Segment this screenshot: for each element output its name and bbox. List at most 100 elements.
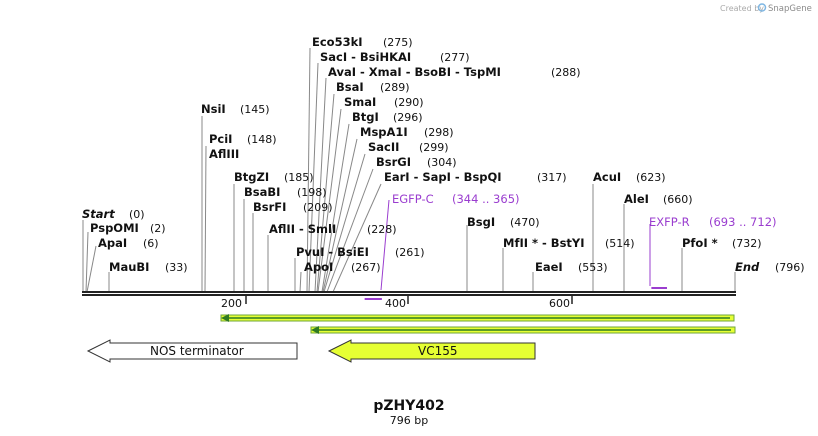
site-position: (277) [440, 51, 470, 64]
primer-range: (344 .. 365) [452, 192, 520, 206]
site-position: (145) [240, 103, 270, 116]
leader-avai [314, 77, 327, 293]
cut-site-labels: PspOMI (2) ApaI (6) MauBI (33) NsiI (145… [90, 35, 762, 274]
site-name[interactable]: NsiI [201, 102, 226, 116]
ruler-tick-label: 200 [221, 297, 242, 310]
site-name[interactable]: ApoI [304, 260, 333, 274]
feature-label: VC155 [418, 344, 458, 358]
site-name[interactable]: EarI - SapI - BspQI [384, 170, 502, 184]
site-position: (261) [395, 246, 425, 259]
site-name[interactable]: BsrGI [376, 155, 411, 169]
site-name[interactable]: BtgI [352, 110, 379, 124]
feature-vc155[interactable]: VC155 [327, 339, 536, 363]
leader-smai [317, 108, 342, 293]
site-name[interactable]: BtgZI [234, 170, 269, 184]
site-name[interactable]: MspA1I [360, 125, 408, 139]
leader-eari [332, 183, 382, 293]
site-name[interactable]: SacII [368, 140, 399, 154]
site-position: (553) [578, 261, 608, 274]
site-position: (275) [383, 36, 413, 49]
site-position: (660) [663, 193, 693, 206]
site-name[interactable]: EaeI [535, 260, 563, 274]
site-position: (267) [351, 261, 381, 274]
site-position: (299) [419, 141, 449, 154]
site-position: (289) [380, 81, 410, 94]
leader-eco53ki [306, 47, 311, 293]
site-position: (514) [605, 237, 635, 250]
feature-arrow-icon [86, 339, 298, 363]
site-position: (470) [510, 216, 540, 229]
leader-pspomi [85, 231, 89, 293]
site-name[interactable]: AcuI [593, 170, 621, 184]
leader-sacii [323, 153, 366, 293]
watermark-created-by: Created by [720, 4, 764, 13]
primer-label[interactable]: EGFP-C [392, 192, 434, 206]
site-position: (185) [284, 171, 314, 184]
site-position: (33) [165, 261, 188, 274]
ruler-tick-label: 400 [385, 297, 406, 310]
watermark: Created by SnapGene [720, 3, 812, 14]
site-name[interactable]: MfII * - BstYI [503, 236, 585, 250]
site-position: (198) [297, 186, 327, 199]
site-name[interactable]: PciI [209, 132, 232, 146]
map-size-label: 796 bp [390, 414, 428, 427]
site-name[interactable]: SmaI [344, 95, 376, 109]
site-position: (209) [303, 201, 333, 214]
watermark-logo-text: SnapGene [768, 4, 812, 14]
site-position: (296) [393, 111, 423, 124]
leader-saci [308, 62, 319, 293]
leader-apai [86, 245, 97, 293]
leader-pcii [204, 145, 207, 293]
site-position: (6) [143, 237, 159, 250]
site-name[interactable]: Eco53kI [312, 35, 363, 49]
snapgene-logo-icon [757, 3, 767, 12]
site-name[interactable]: SacI - BsiHKAI [320, 50, 411, 64]
site-name[interactable]: MauBI [109, 260, 149, 274]
site-name[interactable]: AflII - SmlI [269, 222, 336, 236]
leader-egfp-c [380, 199, 390, 291]
end-position: (796) [775, 261, 805, 274]
leader-bsai [316, 93, 335, 293]
site-position: (228) [367, 223, 397, 236]
site-position: (732) [732, 237, 762, 250]
primer-range: (693 .. 712) [709, 215, 777, 229]
site-name[interactable]: BsrFI [253, 200, 286, 214]
map-title: pZHY402 [373, 398, 444, 414]
ruler: 200 400 600 [221, 296, 573, 310]
site-name[interactable]: BsaBI [244, 185, 280, 199]
sequence-backbone [82, 291, 736, 296]
feature-span-arrows [220, 314, 736, 334]
site-position: (317) [537, 171, 567, 184]
leader-btgi [321, 123, 350, 293]
site-name[interactable]: BsaI [336, 80, 364, 94]
site-name[interactable]: ApaI [98, 236, 127, 250]
arrow-left-icon [311, 326, 319, 334]
feature-arrow-icon [327, 339, 536, 363]
arrow-left-icon [221, 314, 229, 322]
site-position: (623) [636, 171, 666, 184]
site-position: (148) [247, 133, 277, 146]
primer-label[interactable]: EXFP-R [649, 215, 690, 229]
site-name[interactable]: PvuI - BsiEI [296, 245, 369, 259]
site-name[interactable]: AleI [624, 192, 649, 206]
site-name[interactable]: AvaI - XmaI - BsoBI - TspMI [328, 65, 501, 79]
site-name[interactable]: PspOMI [90, 221, 139, 235]
primer-binding-marks [364, 287, 667, 300]
site-name[interactable]: PfoI * [682, 236, 718, 250]
site-name[interactable]: BsgI [467, 215, 495, 229]
site-position: (298) [424, 126, 454, 139]
site-position: (290) [394, 96, 424, 109]
ruler-tick-label: 600 [549, 297, 570, 310]
feature-nos-terminator[interactable]: NOS terminator [86, 339, 298, 363]
site-name[interactable]: AflIII [209, 147, 239, 161]
primer-leader-lines [380, 199, 651, 291]
leader-mspa1i [322, 138, 358, 293]
start-label: Start [82, 207, 115, 221]
cut-site-leader-lines [82, 47, 736, 293]
start-position: (0) [129, 208, 145, 221]
site-position: (2) [150, 222, 166, 235]
site-position: (288) [551, 66, 581, 79]
leader-bsrgi [326, 168, 374, 293]
leader-apoi [299, 271, 302, 293]
